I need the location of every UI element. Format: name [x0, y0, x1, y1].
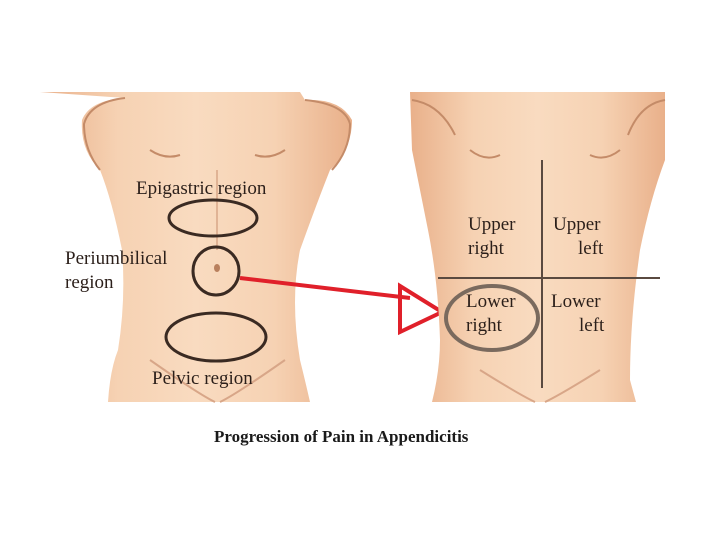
right-torso: Upper right Upper left Lower right Lower… [410, 92, 666, 403]
arrowhead [398, 282, 447, 336]
figure-caption: Progression of Pain in Appendicitis [214, 427, 469, 446]
left-torso-body [40, 92, 352, 402]
quadrant-upper-right-2: right [468, 238, 505, 259]
quadrant-lower-right-2: right [466, 315, 503, 336]
epigastric-ring [167, 198, 259, 238]
quadrant-upper-left-1: Upper [553, 214, 601, 235]
quadrant-lower-left-2: left [579, 315, 605, 336]
quadrant-lower-right-1: Lower [466, 291, 516, 312]
left-torso: Epigastric region Periumbilical region P… [40, 92, 352, 403]
progression-arrow [239, 276, 447, 336]
label-periumbilical-2: region [65, 272, 114, 293]
quadrant-upper-left-2: left [578, 238, 604, 259]
periumbilical-ring [191, 245, 241, 297]
label-periumbilical-1: Periumbilical [65, 248, 167, 269]
quadrant-lower-left-1: Lower [551, 291, 601, 312]
label-epigastric: Epigastric region [136, 178, 267, 199]
lower-right-highlight-ring [444, 284, 540, 352]
right-torso-body [410, 92, 665, 402]
label-pelvic: Pelvic region [152, 368, 253, 389]
pelvic-ring [164, 311, 268, 363]
quadrant-upper-right-1: Upper [468, 214, 516, 235]
